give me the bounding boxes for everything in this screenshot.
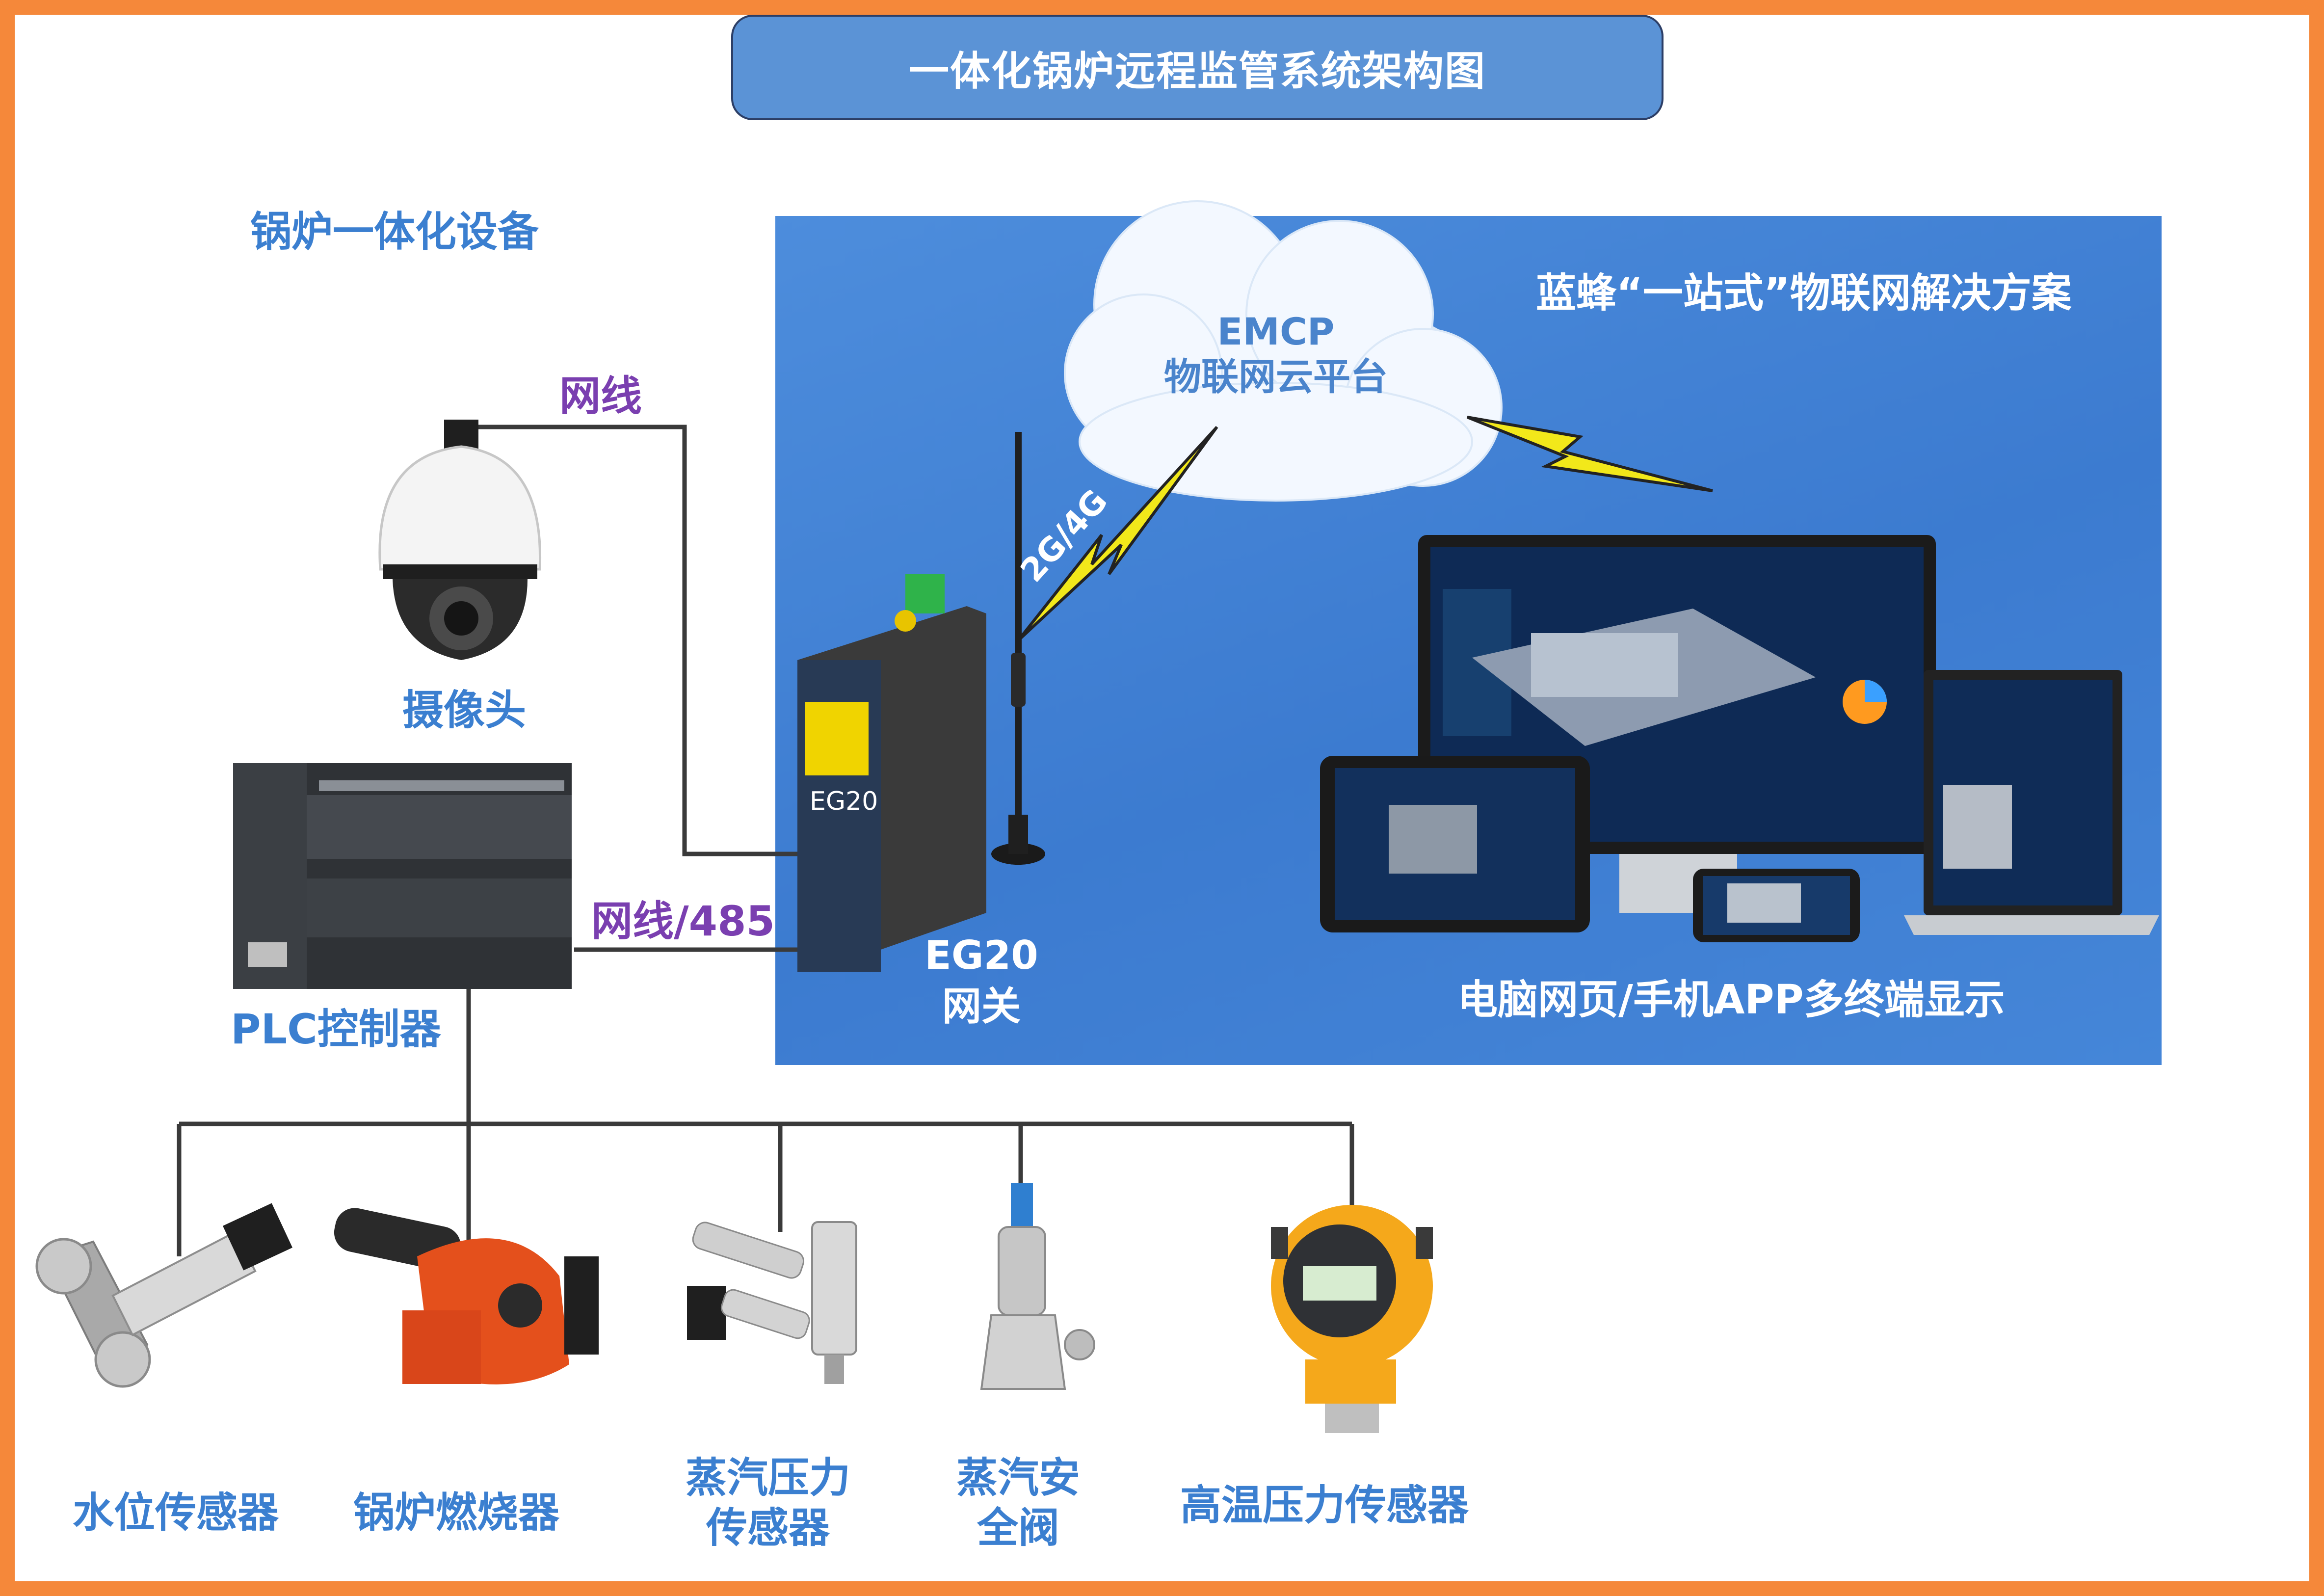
safety-valve-label: 蒸汽安 全阀 (935, 1453, 1102, 1553)
solution-title: 蓝蜂“一站式”物联网解决方案 (1536, 270, 2072, 317)
safety-valve-icon (980, 1183, 1095, 1390)
title-text: 一体化锅炉远程监管系统架构图 (908, 48, 1486, 95)
safety-valve-label-line2: 全阀 (977, 1504, 1059, 1552)
section-label: 锅炉一体化设备 (250, 208, 539, 256)
camera-label: 摄像头 (402, 686, 527, 734)
steam-pressure-label-line1: 蒸汽压力 (685, 1454, 850, 1502)
diagram-title: 一体化锅炉远程监管系统架构图 (731, 15, 1664, 120)
plc-icon (233, 763, 572, 989)
camera-cable (464, 425, 810, 856)
gateway-label-line2: 网关 (942, 984, 1021, 1029)
high-temp-sensor-icon (1271, 1205, 1433, 1433)
camera-icon (378, 420, 542, 660)
cloud-icon (1064, 200, 1503, 502)
lightning-icon-cloud (1466, 416, 1713, 492)
cloud-label: EMCP 物联网云平台 (1129, 309, 1423, 399)
high-temp-sensor-label: 高温压力传感器 (1180, 1481, 1469, 1529)
plc-cable-label: 网线/485 (591, 897, 775, 945)
camera-cable-label: 网线 (559, 372, 642, 420)
water-sensor-label: 水位传感器 (73, 1489, 279, 1537)
gateway-label: EG20 网关 (908, 930, 1055, 1032)
burner-icon (334, 1208, 599, 1384)
phone-icon (1693, 869, 1860, 942)
connection-lines (177, 425, 1354, 1256)
steam-pressure-label-line2: 传感器 (706, 1504, 830, 1552)
laptop-icon (1904, 670, 2159, 935)
steam-pressure-sensor-icon (687, 1221, 857, 1384)
cloud-label-line1: EMCP (1217, 310, 1335, 353)
cloud-label-line2: 物联网云平台 (1164, 355, 1388, 399)
safety-valve-label-line1: 蒸汽安 (956, 1454, 1080, 1502)
water-sensor-icon (35, 1203, 292, 1388)
burner-label: 锅炉燃烧器 (353, 1489, 560, 1537)
gateway-label-line1: EG20 (924, 932, 1038, 978)
gateway-model-print: EG20 (810, 787, 878, 816)
gateway-icon: EG20 (797, 574, 986, 972)
antenna-icon (991, 432, 1045, 865)
display-caption: 电脑网页/手机APP多终端显示 (1457, 977, 2005, 1023)
lightning-icon-gateway (1017, 426, 1218, 642)
plc-label: PLC控制器 (231, 1005, 441, 1053)
steam-pressure-label: 蒸汽压力 传感器 (658, 1453, 878, 1553)
tablet-icon (1320, 756, 1590, 932)
